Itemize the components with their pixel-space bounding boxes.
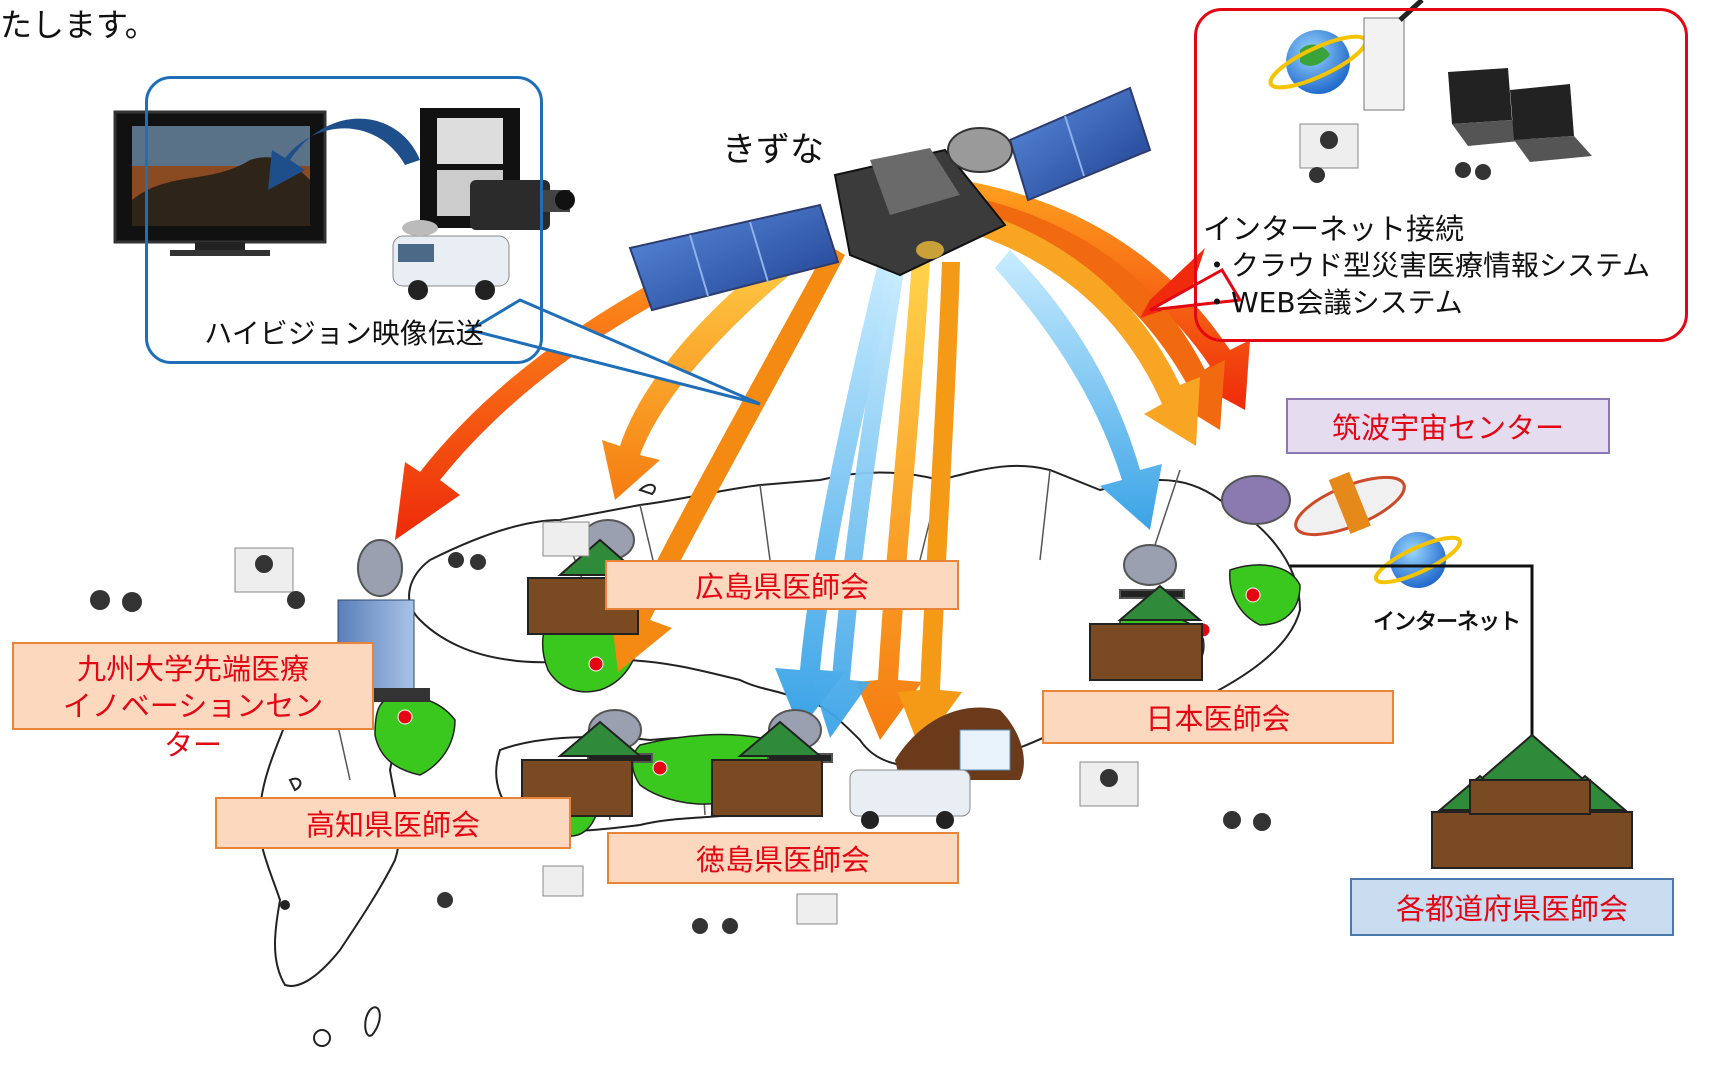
hospital-group-icon (1431, 733, 1633, 869)
rocket-icon (1294, 471, 1406, 537)
japan-medical-assoc-label: 日本医師会 (1042, 690, 1394, 744)
network-connection-lines (1290, 564, 1534, 748)
kochi-medical-assoc-label: 高知県医師会 (215, 797, 571, 849)
arrow-to-nihon (995, 250, 1162, 530)
kyushu-university-label-line1: 九州大学先端医療 (76, 652, 309, 686)
internet-connection-callout (1194, 8, 1688, 342)
kyushu-university-label-line2: イノベーションセン (62, 689, 324, 723)
tv-monitor-icon (113, 110, 327, 256)
satellite-icon (628, 86, 1152, 312)
kyushu-university-label-line3: ター (163, 728, 222, 762)
kyushu-university-label-box (12, 642, 374, 730)
arrow-to-tokushima (775, 255, 900, 730)
header-text: たします。 (0, 6, 157, 44)
internet-connection-title: インターネット接続 (1203, 212, 1465, 246)
disaster-site-icon (849, 707, 1024, 829)
hd-video-callout (145, 76, 543, 364)
internet-globe-icon (1374, 532, 1462, 588)
tokushima-medical-assoc-label: 徳島県医師会 (607, 832, 959, 884)
transfer-arrow-icon (268, 118, 420, 190)
internet-label: インターネット (1373, 610, 1521, 635)
bullet-web-conference: ・WEB会議システム (1203, 286, 1463, 319)
conference-icons (90, 521, 1271, 934)
tsukuba-space-center-label: 筑波宇宙センター (1286, 398, 1610, 454)
satellite-label: きずな (722, 130, 824, 170)
video-conference-icon (1299, 123, 1491, 183)
hiroshima-medical-assoc-label: 広島県医師会 (605, 560, 959, 610)
prefectural-medical-assocs-label: 各都道府県医師会 (1350, 878, 1674, 936)
video-camera-icon (470, 180, 575, 230)
laptop-icon (1448, 68, 1592, 162)
broadcast-van-icon (392, 220, 510, 300)
hd-video-label: ハイビジョン映像伝送 (204, 317, 484, 350)
bullet-cloud-system: ・クラウド型災害医療情報システム (1203, 249, 1651, 282)
arrow-to-internet-callout (1140, 248, 1220, 318)
